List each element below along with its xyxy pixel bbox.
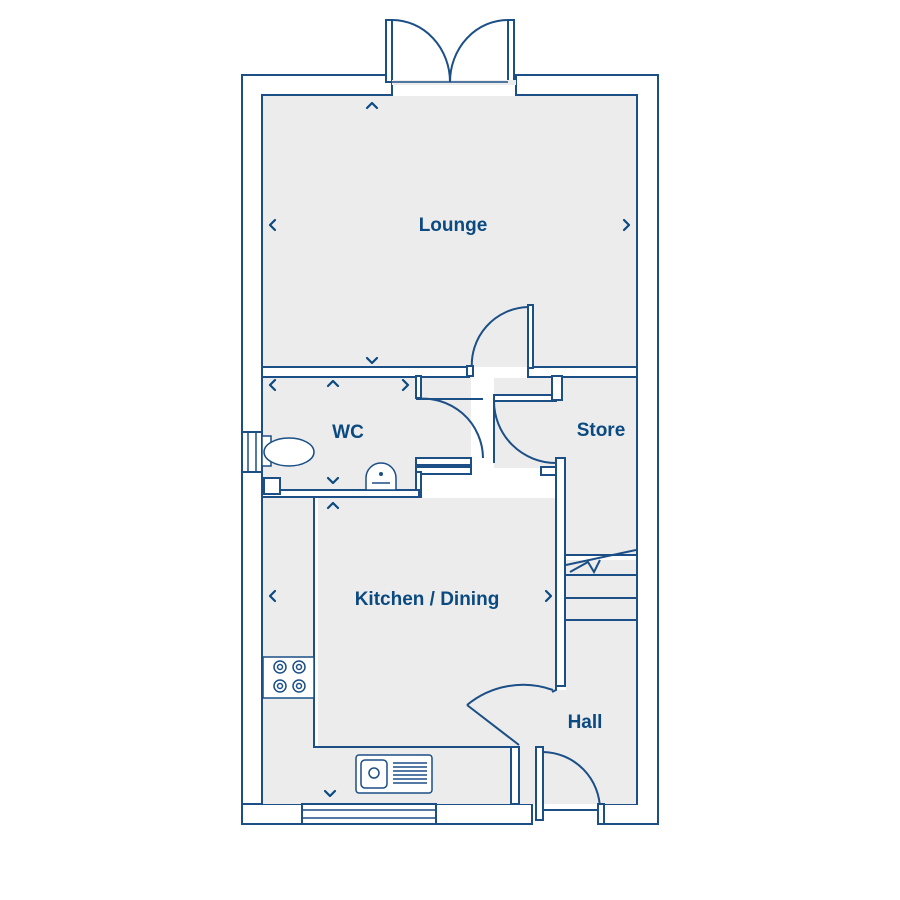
room-label-kitchen-dining: Kitchen / Dining bbox=[355, 589, 500, 610]
dimension-arrow-icon bbox=[268, 589, 277, 603]
room-label-lounge: Lounge bbox=[419, 215, 488, 236]
door-swing-icon bbox=[493, 400, 557, 464]
internal-walls bbox=[261, 304, 638, 821]
dimension-arrow-icon bbox=[326, 476, 340, 485]
floor-areas bbox=[263, 96, 636, 804]
room-label-hall: Hall bbox=[568, 712, 603, 733]
basin-icon bbox=[365, 462, 397, 491]
french-doors bbox=[385, 19, 516, 85]
dimension-arrow-icon bbox=[326, 379, 340, 388]
dimension-arrow-icon bbox=[365, 101, 379, 110]
dimension-arrow-icon bbox=[323, 789, 337, 798]
dimension-arrow-icon bbox=[401, 378, 410, 392]
wc-window bbox=[247, 432, 257, 472]
dimension-arrow-icon bbox=[544, 589, 553, 603]
door-swings bbox=[415, 305, 605, 825]
toilet-icon bbox=[241, 431, 315, 473]
dimension-arrow-icon bbox=[268, 378, 277, 392]
dimension-arrows bbox=[268, 101, 631, 798]
door-swing-icon bbox=[542, 751, 601, 811]
dimension-arrow-icon bbox=[326, 501, 340, 510]
stairs-icon bbox=[565, 549, 637, 621]
dimension-arrow-icon bbox=[268, 218, 277, 232]
door-swing-icon bbox=[466, 683, 554, 706]
dimension-arrow-icon bbox=[365, 356, 379, 365]
kitchen-window bbox=[301, 803, 437, 825]
room-label-store: Store bbox=[577, 420, 626, 441]
dimension-arrow-icon bbox=[622, 218, 631, 232]
door-swing-icon bbox=[470, 305, 529, 371]
room-label-wc: WC bbox=[332, 422, 364, 443]
sink-icon bbox=[355, 754, 433, 794]
hob-icon bbox=[262, 656, 315, 699]
